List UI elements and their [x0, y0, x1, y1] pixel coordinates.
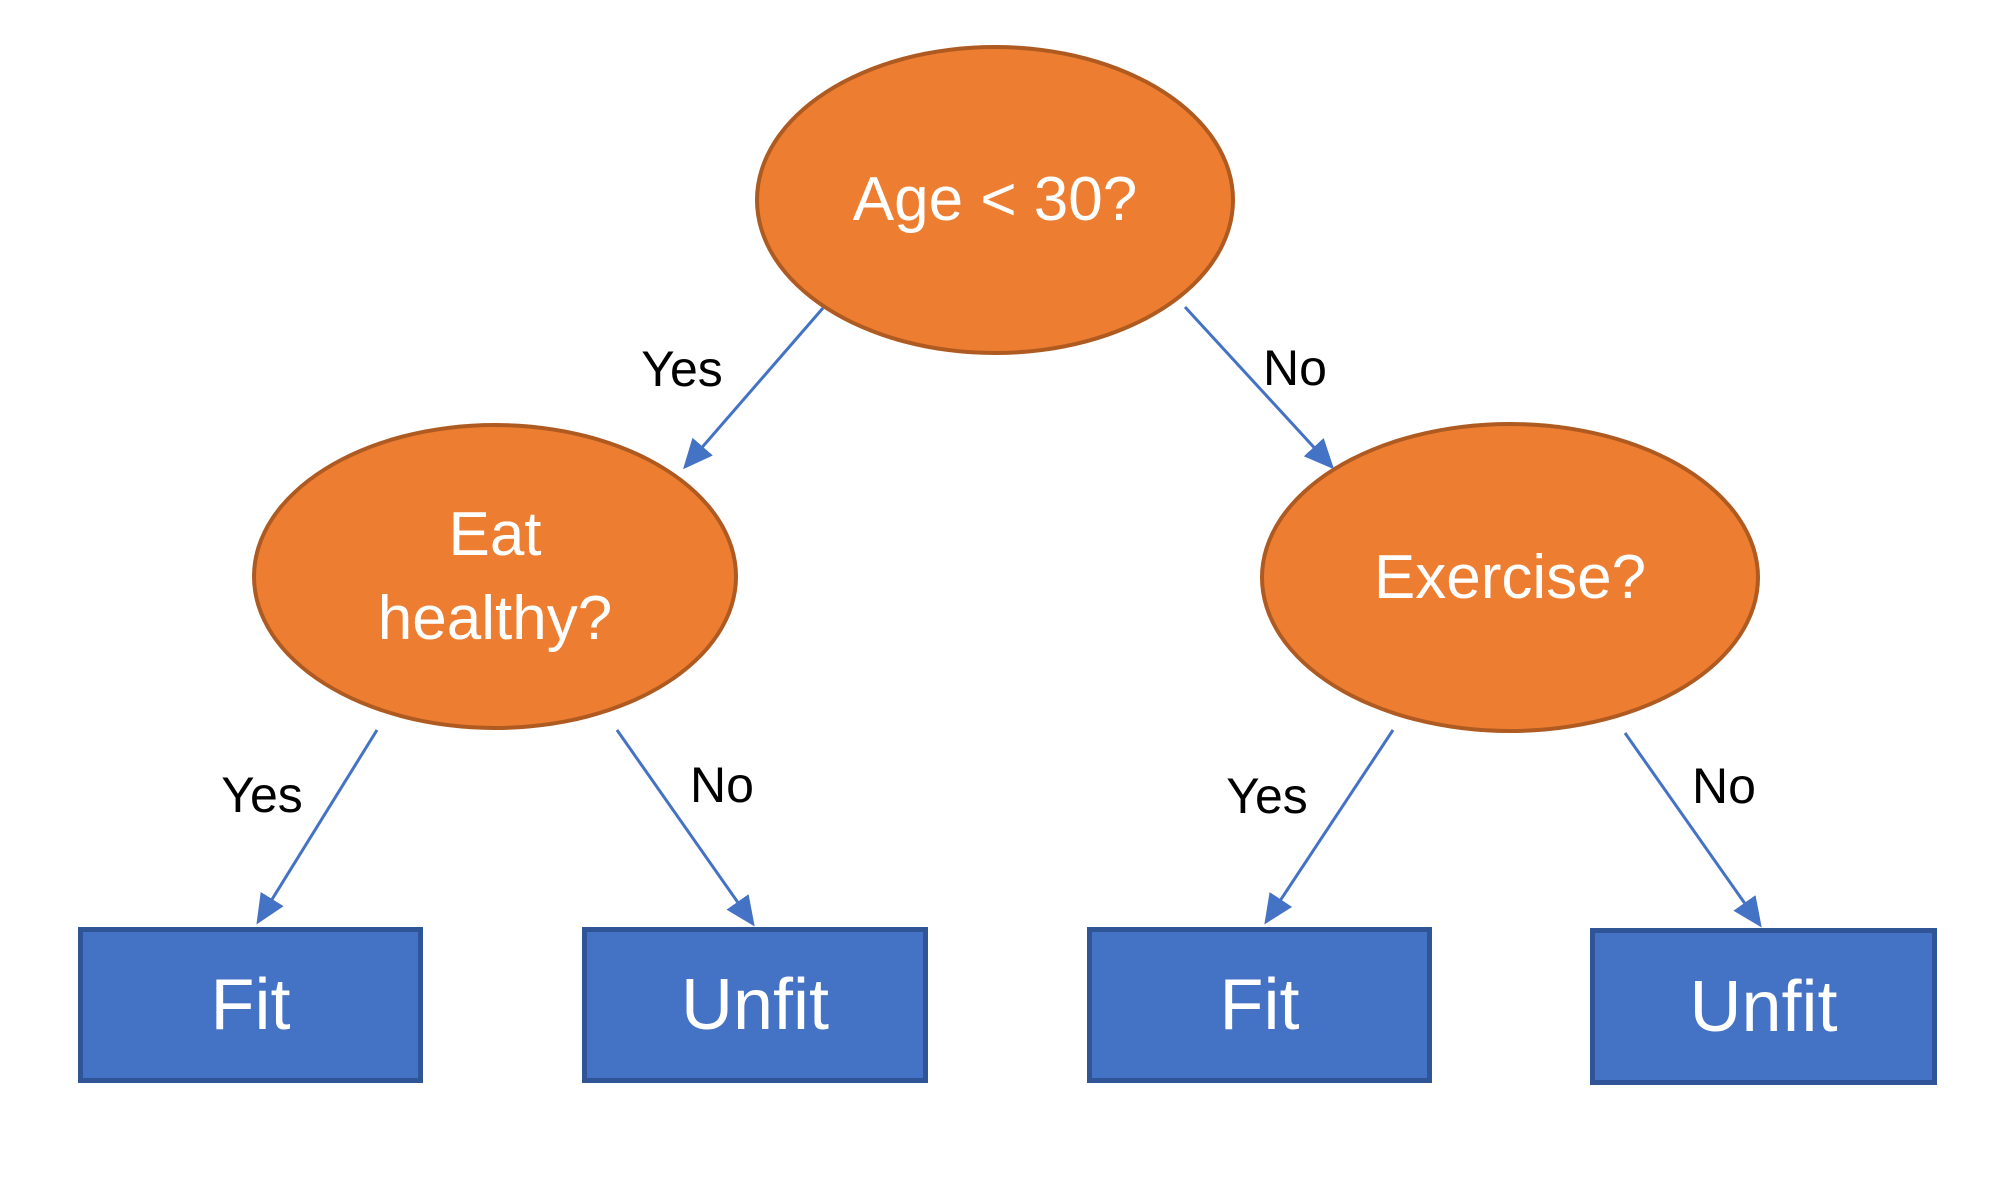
edge-label-right-no: No — [1692, 758, 1756, 814]
leaf-unfit-right-label: Unfit — [1689, 966, 1838, 1047]
leaf-unfit-left: Unfit — [582, 927, 928, 1083]
edge-label-left-no: No — [690, 757, 754, 813]
edge-label-left-yes: Yes — [221, 767, 303, 823]
node-root-label: Age < 30? — [852, 165, 1138, 235]
leaf-unfit-right: Unfit — [1590, 928, 1937, 1085]
node-exercise-label: Exercise? — [1373, 542, 1647, 612]
leaf-fit-left-label: Fit — [210, 965, 291, 1045]
node-eat-healthy: Eat healthy? — [252, 423, 738, 730]
edge-label-root-yes: Yes — [641, 341, 723, 397]
leaf-unfit-left-label: Unfit — [680, 965, 830, 1045]
node-eat-healthy-label: Eat healthy? — [377, 499, 613, 653]
leaf-fit-left: Fit — [78, 927, 423, 1083]
edge-left-yes-arrow — [256, 729, 379, 925]
edge-label-root-no: No — [1263, 340, 1327, 396]
leaf-fit-right-label: Fit — [1219, 965, 1300, 1045]
leaf-fit-right: Fit — [1087, 927, 1432, 1083]
node-root-age: Age < 30? — [755, 45, 1235, 355]
edge-right-yes-arrow — [1264, 729, 1395, 925]
node-exercise: Exercise? — [1260, 422, 1760, 733]
edge-label-right-yes: Yes — [1226, 768, 1308, 824]
